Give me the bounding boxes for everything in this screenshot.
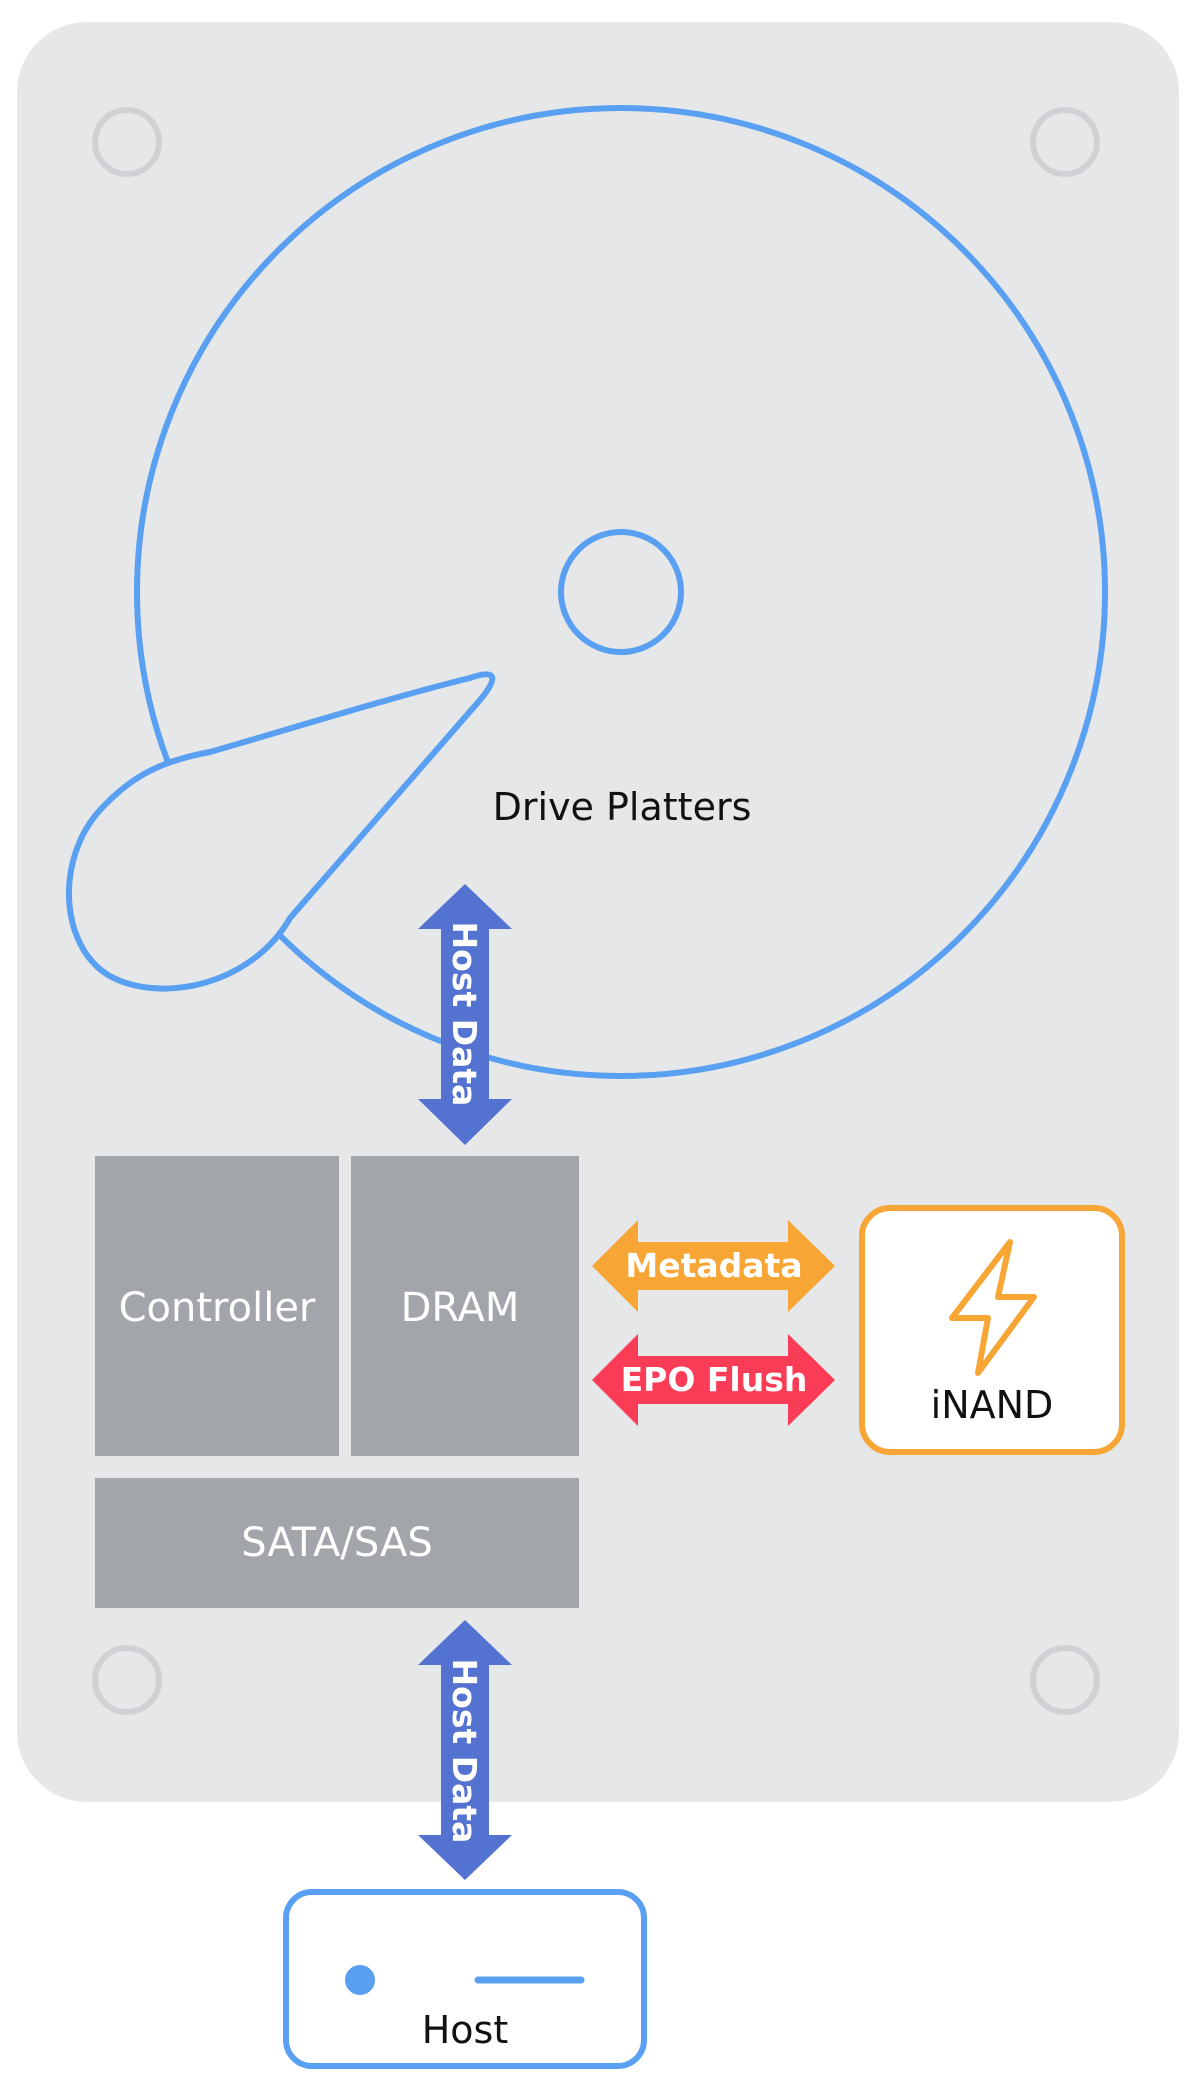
screw-hole-icon (92, 107, 162, 177)
inand-label: iNAND (931, 1383, 1054, 1427)
metadata-arrow: Metadata (592, 1220, 835, 1312)
controller-block (95, 1156, 339, 1456)
dram-label: DRAM (401, 1285, 520, 1331)
dram-block (351, 1156, 579, 1456)
screw-hole-icon (92, 1645, 162, 1715)
host-data-arrow-bottom: Host Data (418, 1620, 512, 1880)
metadata-arrow-label: Metadata (625, 1246, 802, 1285)
host-block (283, 1889, 647, 2069)
host-label: Host (422, 2008, 509, 2052)
host-status-dot-icon (345, 1965, 375, 1995)
actuator-arm (65, 671, 496, 992)
drive-platters-label: Drive Platters (493, 785, 752, 829)
lightning-bolt-icon (949, 1239, 1037, 1376)
spindle-hub (558, 529, 684, 655)
sata-sas-block (95, 1478, 579, 1608)
screw-hole-icon (1030, 107, 1100, 177)
screw-hole-icon (1030, 1645, 1100, 1715)
host-data-arrow-top: Host Data (418, 884, 512, 1145)
epo-flush-arrow: EPO Flush (592, 1334, 835, 1426)
controller-label: Controller (119, 1285, 316, 1331)
sata-sas-label: SATA/SAS (241, 1520, 432, 1566)
host-data-arrow-bottom-label: Host Data (445, 1659, 484, 1844)
epo-flush-arrow-label: EPO Flush (621, 1360, 808, 1399)
inand-block (859, 1205, 1125, 1455)
host-data-arrow-top-label: Host Data (445, 922, 484, 1107)
drive-platter (134, 105, 1108, 1079)
